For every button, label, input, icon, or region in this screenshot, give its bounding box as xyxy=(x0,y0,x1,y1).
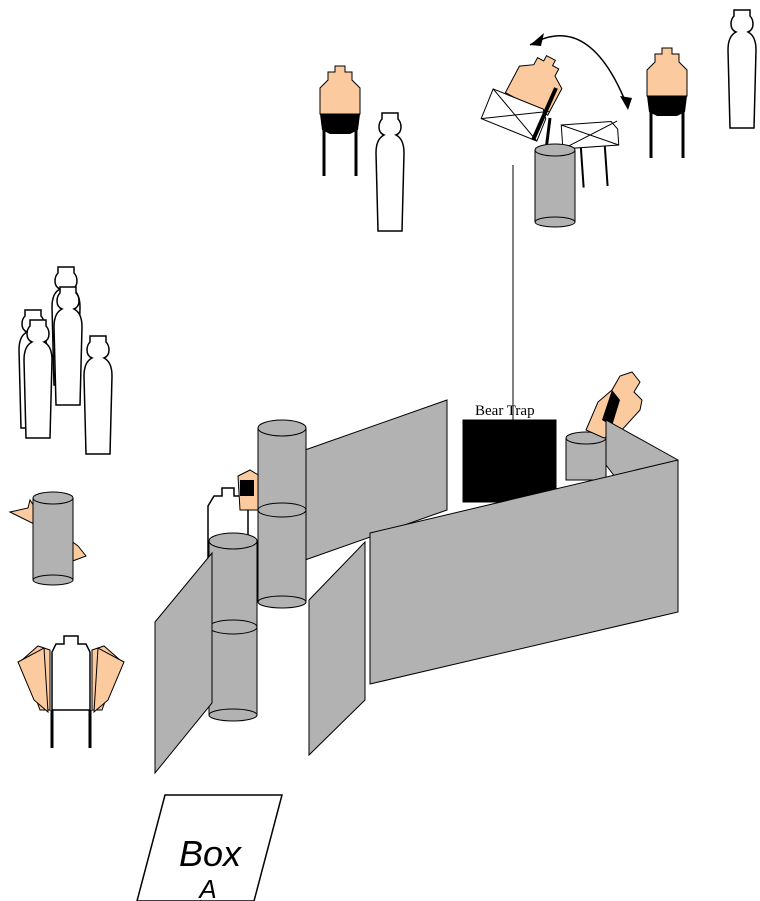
barrel-stack-front xyxy=(208,532,258,722)
swinger-target xyxy=(480,33,632,228)
bear-trap-label: Bear Trap xyxy=(475,403,535,419)
barrel-right xyxy=(565,431,607,481)
triple-target-stand xyxy=(17,635,125,748)
bear-trap: Bear Trap xyxy=(462,403,557,503)
wall-left-front xyxy=(154,551,213,775)
barrel-swinger xyxy=(534,143,576,228)
barrel-left-with-target xyxy=(8,491,87,586)
no-shoot-target-upper-left xyxy=(375,112,405,232)
barrel-stack-tall xyxy=(257,419,307,609)
no-shoot-target-upper-right xyxy=(727,9,757,129)
box-label-title: Box xyxy=(179,833,243,874)
stand-target-upper-left xyxy=(318,64,362,178)
box-label-sub: A xyxy=(197,874,216,901)
stand-target-upper-right xyxy=(645,46,689,160)
shooting-box-a: Box A xyxy=(136,794,283,901)
no-shoot-cluster xyxy=(18,266,113,455)
wall-inner-angled xyxy=(308,540,366,757)
wall-right-front xyxy=(369,459,679,685)
